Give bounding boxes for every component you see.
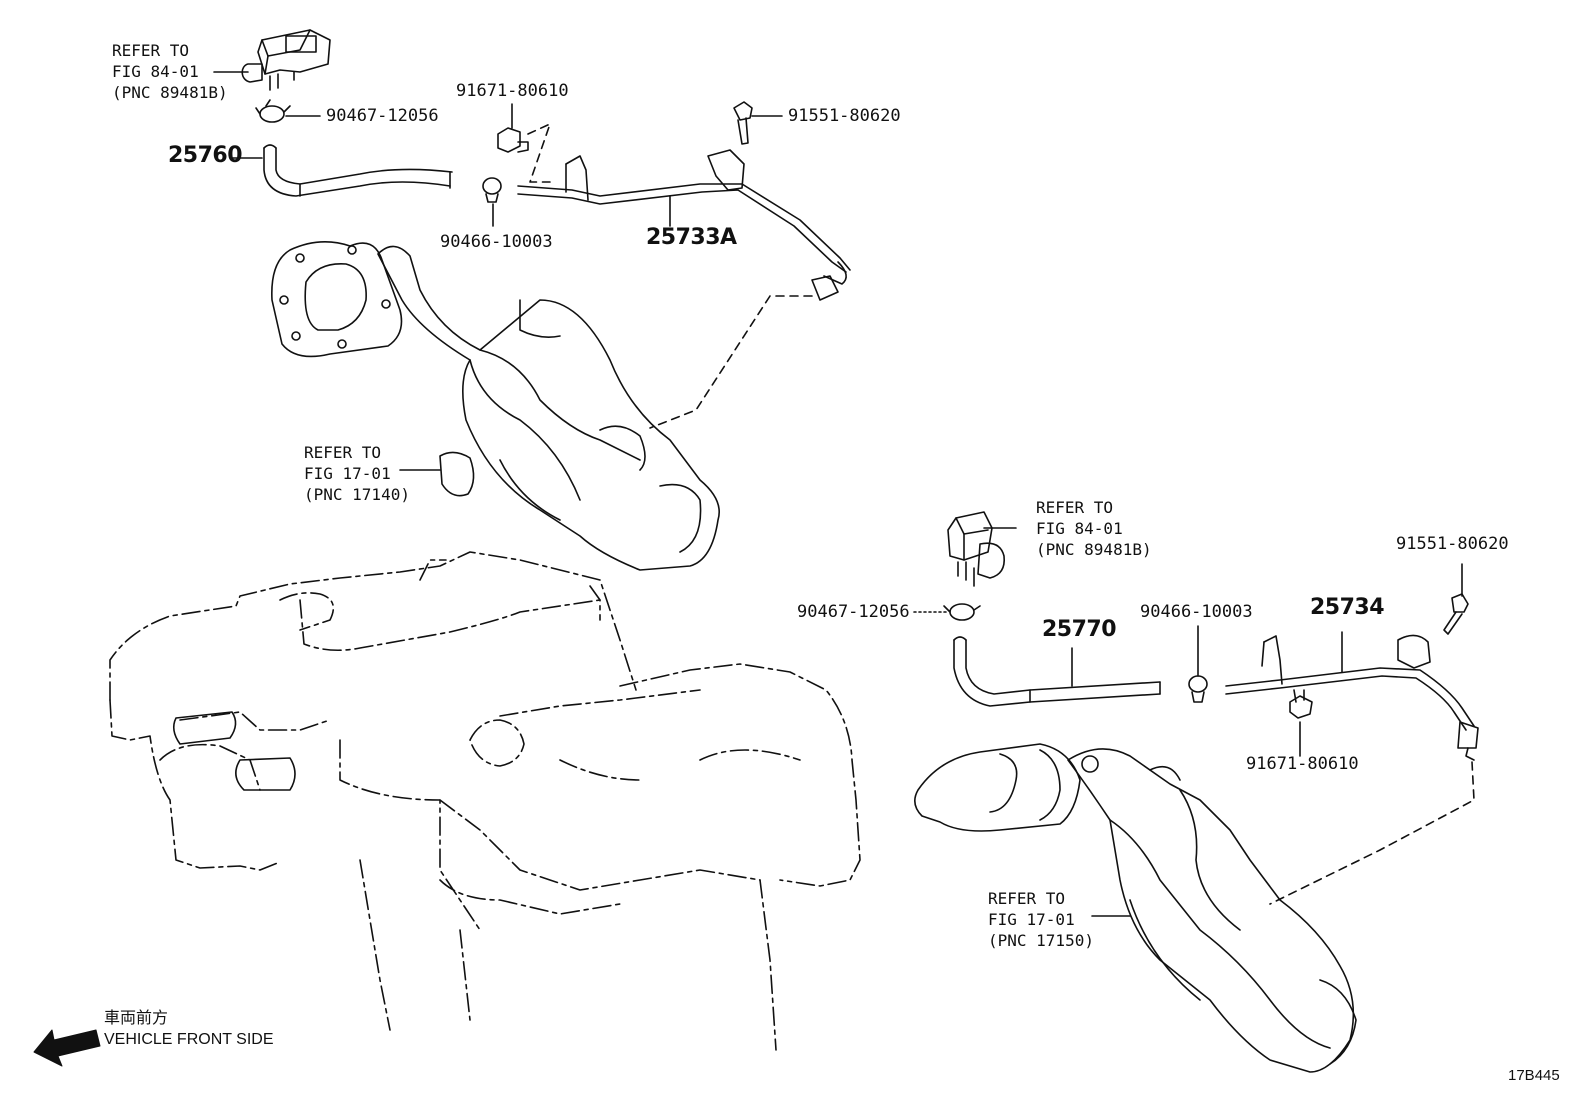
- figure-code: 17B445: [1508, 1067, 1560, 1084]
- label-91671-right: 91671-80610: [1246, 754, 1359, 774]
- ref-manifold-right-line1: REFER TO: [988, 889, 1066, 908]
- hose-clamp-right: [1189, 676, 1207, 702]
- hose-clip-right: [944, 604, 980, 620]
- label-25770: 25770: [1042, 617, 1117, 642]
- hose-clip-top: [256, 100, 290, 122]
- label-90467-top: 90467-12056: [326, 106, 439, 126]
- label-91551-right: 91551-80620: [1396, 534, 1509, 554]
- vehicle-front-side-note: 車両前方 VEHICLE FRONT SIDE: [104, 1008, 274, 1050]
- exhaust-manifold-top: [272, 242, 719, 570]
- bolt-91671-top: [498, 128, 528, 152]
- ref-manifold-top-line1: REFER TO: [304, 443, 382, 462]
- pressure-sensor-right: [948, 512, 1004, 586]
- ref-manifold-top-line3: (PNC 17140): [304, 485, 410, 504]
- ref-sensor-top: REFER TO FIG 84-01 (PNC 89481B): [112, 40, 228, 103]
- ref-manifold-right-line2: FIG 17-01: [988, 910, 1075, 929]
- bolt-91551-top: [734, 102, 752, 144]
- ref-sensor-right: REFER TO FIG 84-01 (PNC 89481B): [1036, 497, 1152, 560]
- install-line-25734: [1270, 762, 1474, 904]
- hose-25770: [954, 637, 1160, 706]
- ref-sensor-right-line1: REFER TO: [1036, 498, 1114, 517]
- ref-manifold-right-line3: (PNC 17150): [988, 931, 1094, 950]
- bolt-91551-right: [1444, 594, 1468, 634]
- ref-sensor-right-line2: FIG 84-01: [1036, 519, 1123, 538]
- vehicle-front-jp: 車両前方: [104, 1010, 169, 1027]
- hose-25760: [264, 145, 452, 196]
- label-91671-top: 91671-80610: [456, 81, 569, 101]
- pipe-25733a: [518, 150, 850, 300]
- label-25760: 25760: [168, 143, 243, 168]
- label-90466-top: 90466-10003: [440, 232, 553, 252]
- engine-phantom-outline: [110, 552, 860, 1050]
- install-line-91671-top: [528, 124, 550, 182]
- label-25733a: 25733A: [646, 225, 737, 250]
- ref-sensor-right-line3: (PNC 89481B): [1036, 540, 1152, 559]
- label-90466-right: 90466-10003: [1140, 602, 1253, 622]
- exhaust-manifold-right: [915, 744, 1356, 1072]
- label-90467-right: 90467-12056: [797, 602, 910, 622]
- arrow-left-icon: [34, 1030, 100, 1066]
- ref-sensor-top-line3: (PNC 89481B): [112, 83, 228, 102]
- vehicle-front-en: VEHICLE FRONT SIDE: [104, 1031, 274, 1048]
- pressure-sensor-top: [242, 30, 330, 90]
- ref-manifold-top: REFER TO FIG 17-01 (PNC 17140): [304, 442, 410, 505]
- ref-sensor-top-line1: REFER TO: [112, 41, 190, 60]
- label-91551-top: 91551-80620: [788, 106, 901, 126]
- ref-manifold-right: REFER TO FIG 17-01 (PNC 17150): [988, 888, 1094, 951]
- ref-manifold-top-line2: FIG 17-01: [304, 464, 391, 483]
- ref-sensor-top-line2: FIG 84-01: [112, 62, 199, 81]
- engine-solid-details: [174, 712, 295, 790]
- pipe-25734: [1226, 635, 1478, 760]
- install-line-25733a: [650, 296, 812, 428]
- label-25734: 25734: [1310, 595, 1385, 620]
- bolt-91671-right: [1290, 690, 1312, 718]
- hose-clamp-top: [483, 178, 501, 202]
